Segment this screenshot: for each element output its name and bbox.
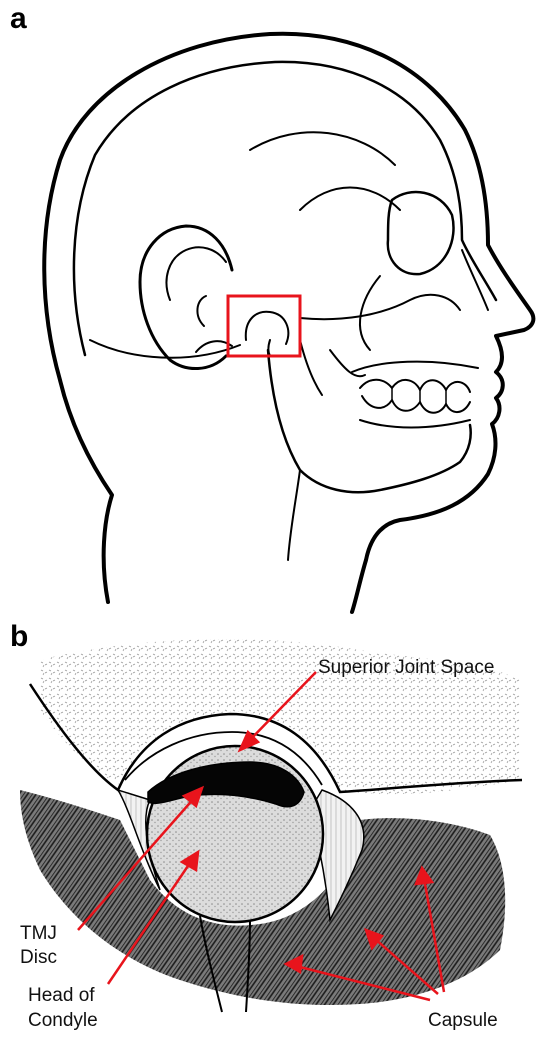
- zygomatic-arch: [300, 295, 460, 319]
- panel-a-head-illustration: a: [0, 0, 540, 620]
- mandible: [268, 350, 471, 492]
- label-head-of-condyle-line1: Head of: [28, 984, 95, 1008]
- upper-teeth: [360, 380, 470, 392]
- eye-orbit: [388, 192, 454, 274]
- lower-teeth: [362, 396, 470, 413]
- tmj-highlight-box: [228, 296, 300, 356]
- condyle-neck: [269, 340, 271, 356]
- skull-outline: [74, 62, 496, 355]
- mandible-ramus: [300, 340, 322, 395]
- teeth-gum-lower: [360, 420, 470, 428]
- ear-outer: [140, 226, 232, 369]
- label-tmj-disc-line1: TMJ: [20, 922, 57, 946]
- temporal-line: [250, 132, 395, 165]
- head-skull-drawing: [0, 0, 540, 620]
- label-superior-joint-space: Superior Joint Space: [318, 656, 494, 680]
- tmj-section-drawing: [0, 620, 540, 1037]
- label-head-of-condyle-line2: Condyle: [28, 1009, 98, 1033]
- label-tmj-disc-line2: Disc: [20, 946, 57, 970]
- label-capsule: Capsule: [428, 1009, 498, 1033]
- ear-inner: [167, 247, 226, 300]
- coronoid-line: [330, 350, 365, 376]
- condyle-sketch: [246, 312, 289, 344]
- teeth-gum-upper: [352, 362, 478, 372]
- head-outline: [44, 34, 533, 612]
- neck-front: [288, 470, 300, 560]
- panel-b-tmj-section: b: [0, 620, 540, 1037]
- ear-concha: [197, 296, 206, 326]
- temporal-arc: [300, 188, 400, 211]
